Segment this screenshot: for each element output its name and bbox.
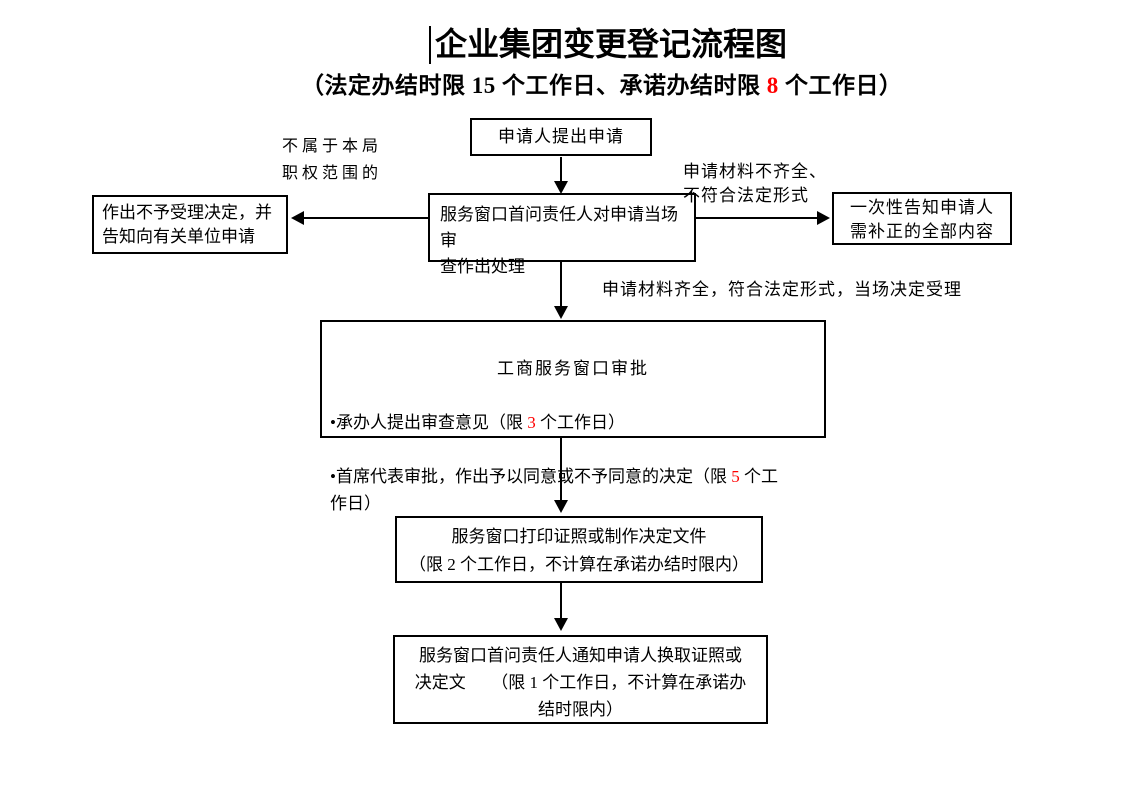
node-reject-decision: 作出不予受理决定，并 告知向有关单位申请 [92,195,288,254]
edge-label-materials-complete: 申请材料齐全，符合法定形式，当场决定受理 [602,280,962,299]
node-print-certificate: 服务窗口打印证照或制作决定文件 （限 2 个工作日，不计算在承诺办结时限内） [395,516,763,583]
node-onetime-correction-notice: 一次性告知申请人 需补正的全部内容 [832,192,1012,245]
edge-label-materials-incomplete: 申请材料不齐全、 不符合法定形式 [683,162,827,205]
page-subtitle: （法定办结时限 15 个工作日、承诺办结时限 8 个工作日） [301,73,903,98]
text-cursor [429,26,431,64]
page-title: 企业集团变更登记流程图 [435,26,788,62]
node-window-onsite-review: 服务窗口首问责任人对申请当场审 查作出处理 [428,193,696,276]
approval-heading: 工商服务窗口审批 [497,359,649,378]
edge-label-not-jurisdiction: 不属于本局 职权范围的 [282,138,383,182]
approval-item-chief-decision: •首席代表审批，作出予以同意或不予同意的决定（限 5 个工 作日） [330,467,778,513]
node-notify-applicant: 服务窗口首问责任人通知申请人换取证照或 决定文 （限 1 个工作日，不计算在承诺… [393,635,768,724]
approval-item-handler-opinion: •承办人提出审查意见（限 3 个工作日） [330,413,625,432]
node-window-approval: 工商服务窗口审批 •承办人提出审查意见（限 3 个工作日） •首席代表审批，作出… [320,320,826,513]
node-applicant-submit: 申请人提出申请 [470,118,652,156]
